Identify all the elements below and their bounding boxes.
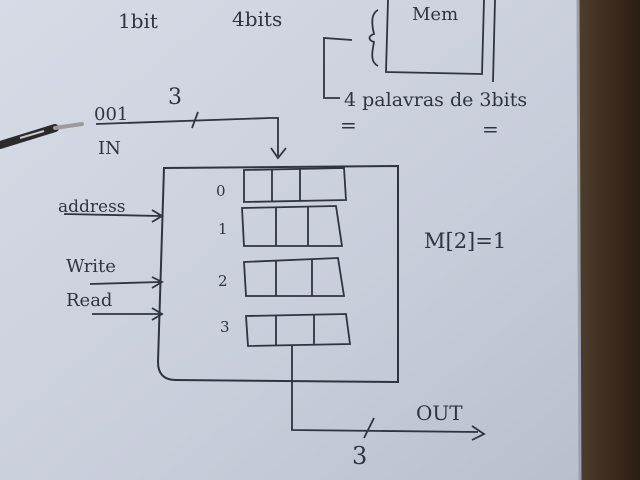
mem-label: Mem [412, 4, 458, 25]
equation: M[2]=1 [424, 229, 506, 253]
row-index-2: 2 [218, 272, 228, 290]
mem-block [323, 0, 496, 99]
output-width: 3 [352, 442, 367, 470]
row-index-0: 0 [216, 182, 226, 200]
memory-rows [241, 167, 352, 347]
input-value: 001 [94, 104, 128, 125]
input-name: IN [98, 138, 121, 159]
row-index-3: 3 [220, 318, 230, 336]
control-arrows [63, 209, 164, 321]
read-label: Read [66, 290, 112, 311]
note-4bits: 4bits [232, 7, 282, 31]
note-1bit: 1bit [118, 9, 158, 33]
row-index-1: 1 [218, 220, 228, 238]
output-name: OUT [416, 401, 463, 425]
equals-mark-1: = [340, 113, 357, 137]
equals-mark-2: = [482, 117, 499, 141]
memory-box [156, 164, 399, 384]
address-label: address [58, 197, 126, 217]
words-label: 4 palavras de 3bits [344, 89, 527, 111]
write-label: Write [66, 256, 116, 277]
output-bus [291, 346, 486, 441]
pen [0, 122, 84, 149]
paper-edge [576, 0, 582, 480]
input-width: 3 [168, 85, 182, 110]
input-bus [95, 111, 287, 160]
paper-sheet [0, 0, 580, 480]
